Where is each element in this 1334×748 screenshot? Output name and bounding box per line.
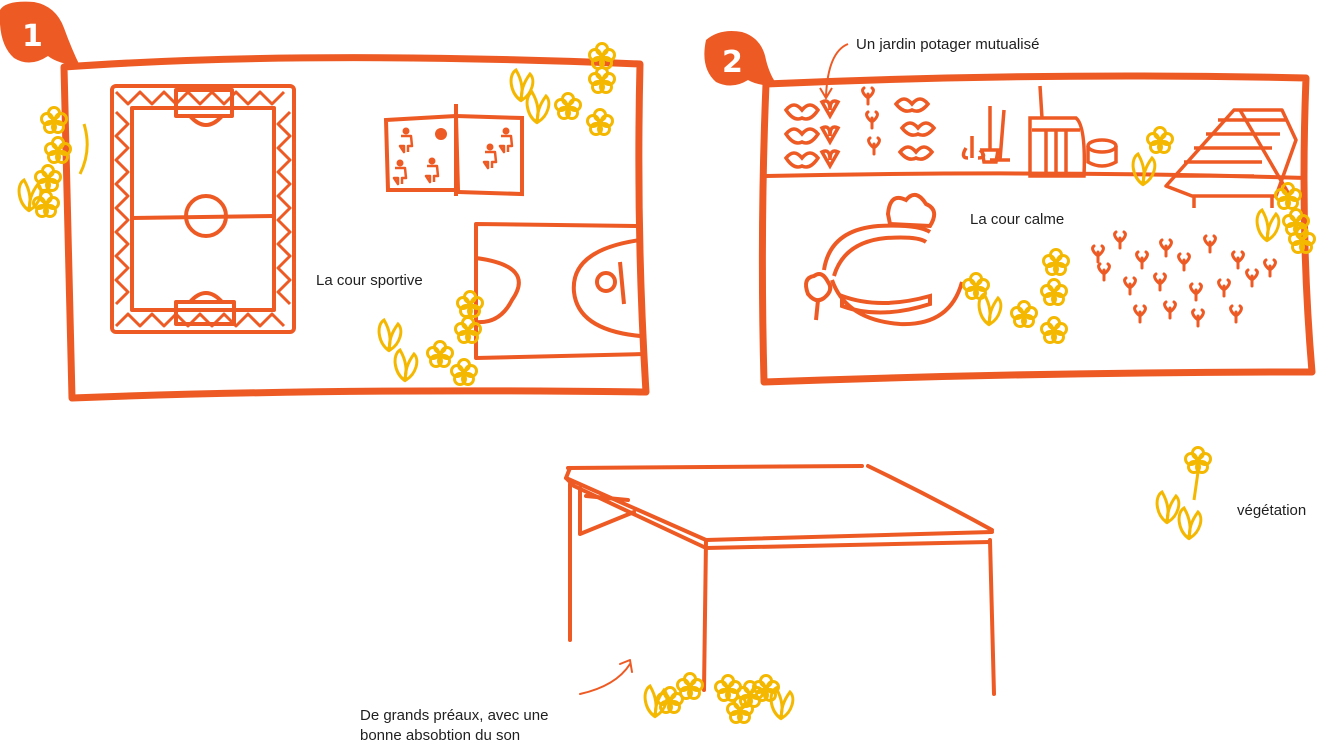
label-preaux: De grands préaux, avec une bonne absobti… [360,706,620,746]
vegetation-group [964,128,1315,343]
panel-1-cour-sportive: 1 [0,2,646,398]
legend-vegetation-symbol [1157,448,1210,539]
preau-shelter [566,466,994,694]
badge-1-number: 1 [22,19,43,54]
vegetation-group [645,674,793,723]
label-preaux-line-1: De grands préaux, avec une [360,707,548,724]
round-bench [806,195,962,324]
label-cour-sportive: La cour sportive [316,271,423,291]
vegetation-group [19,44,614,385]
label-jardin-potager: Un jardin potager mutualisé [856,35,1039,55]
basketball-court [476,224,644,358]
preau-arrow [580,660,632,694]
panel-2-cour-calme: 2 [704,31,1314,382]
jardin-arrow [820,44,848,98]
badge-1: 1 [0,2,80,66]
meadow-sprouts [1093,232,1276,326]
badge-2: 2 [704,31,778,86]
football-pitch [112,86,294,332]
legend-label-vegetation: végétation [1237,501,1306,521]
label-preaux-line-2: bonne absobtion du son [360,727,520,744]
kid-figure-4 [484,144,496,169]
kid-figure-1 [400,128,412,153]
label-cour-calme: La cour calme [970,210,1064,230]
badge-2-number: 2 [722,45,743,80]
vegetable-garden [786,99,934,167]
kid-figure-5 [500,128,512,153]
garden-tools [963,86,1116,176]
kid-figure-3 [426,158,438,183]
kid-figure-2 [394,160,406,185]
